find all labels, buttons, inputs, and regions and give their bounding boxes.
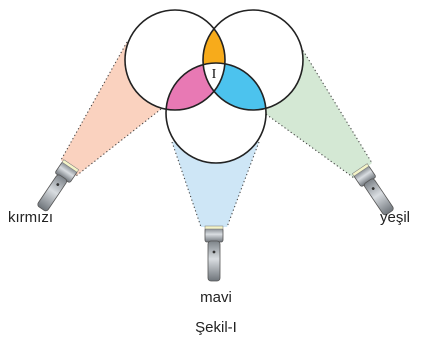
red-lamp-label: kırmızı: [8, 209, 53, 226]
green-blue-overlap: [203, 63, 266, 110]
blue-light-beam: [172, 142, 259, 227]
red-blue-overlap: [166, 63, 225, 110]
blue-lamp-label: mavi: [200, 289, 232, 306]
overlap-mark: I: [212, 67, 217, 82]
flashlight-icon: [351, 163, 394, 216]
flashlight-icon: [204, 225, 224, 282]
circle-outlines: [124, 9, 304, 164]
green-lamp-label: yeşil: [380, 209, 410, 226]
beam-edges: [60, 41, 373, 228]
figure-caption: Şekil-I: [195, 319, 237, 336]
flashlight-icon: [37, 159, 80, 212]
